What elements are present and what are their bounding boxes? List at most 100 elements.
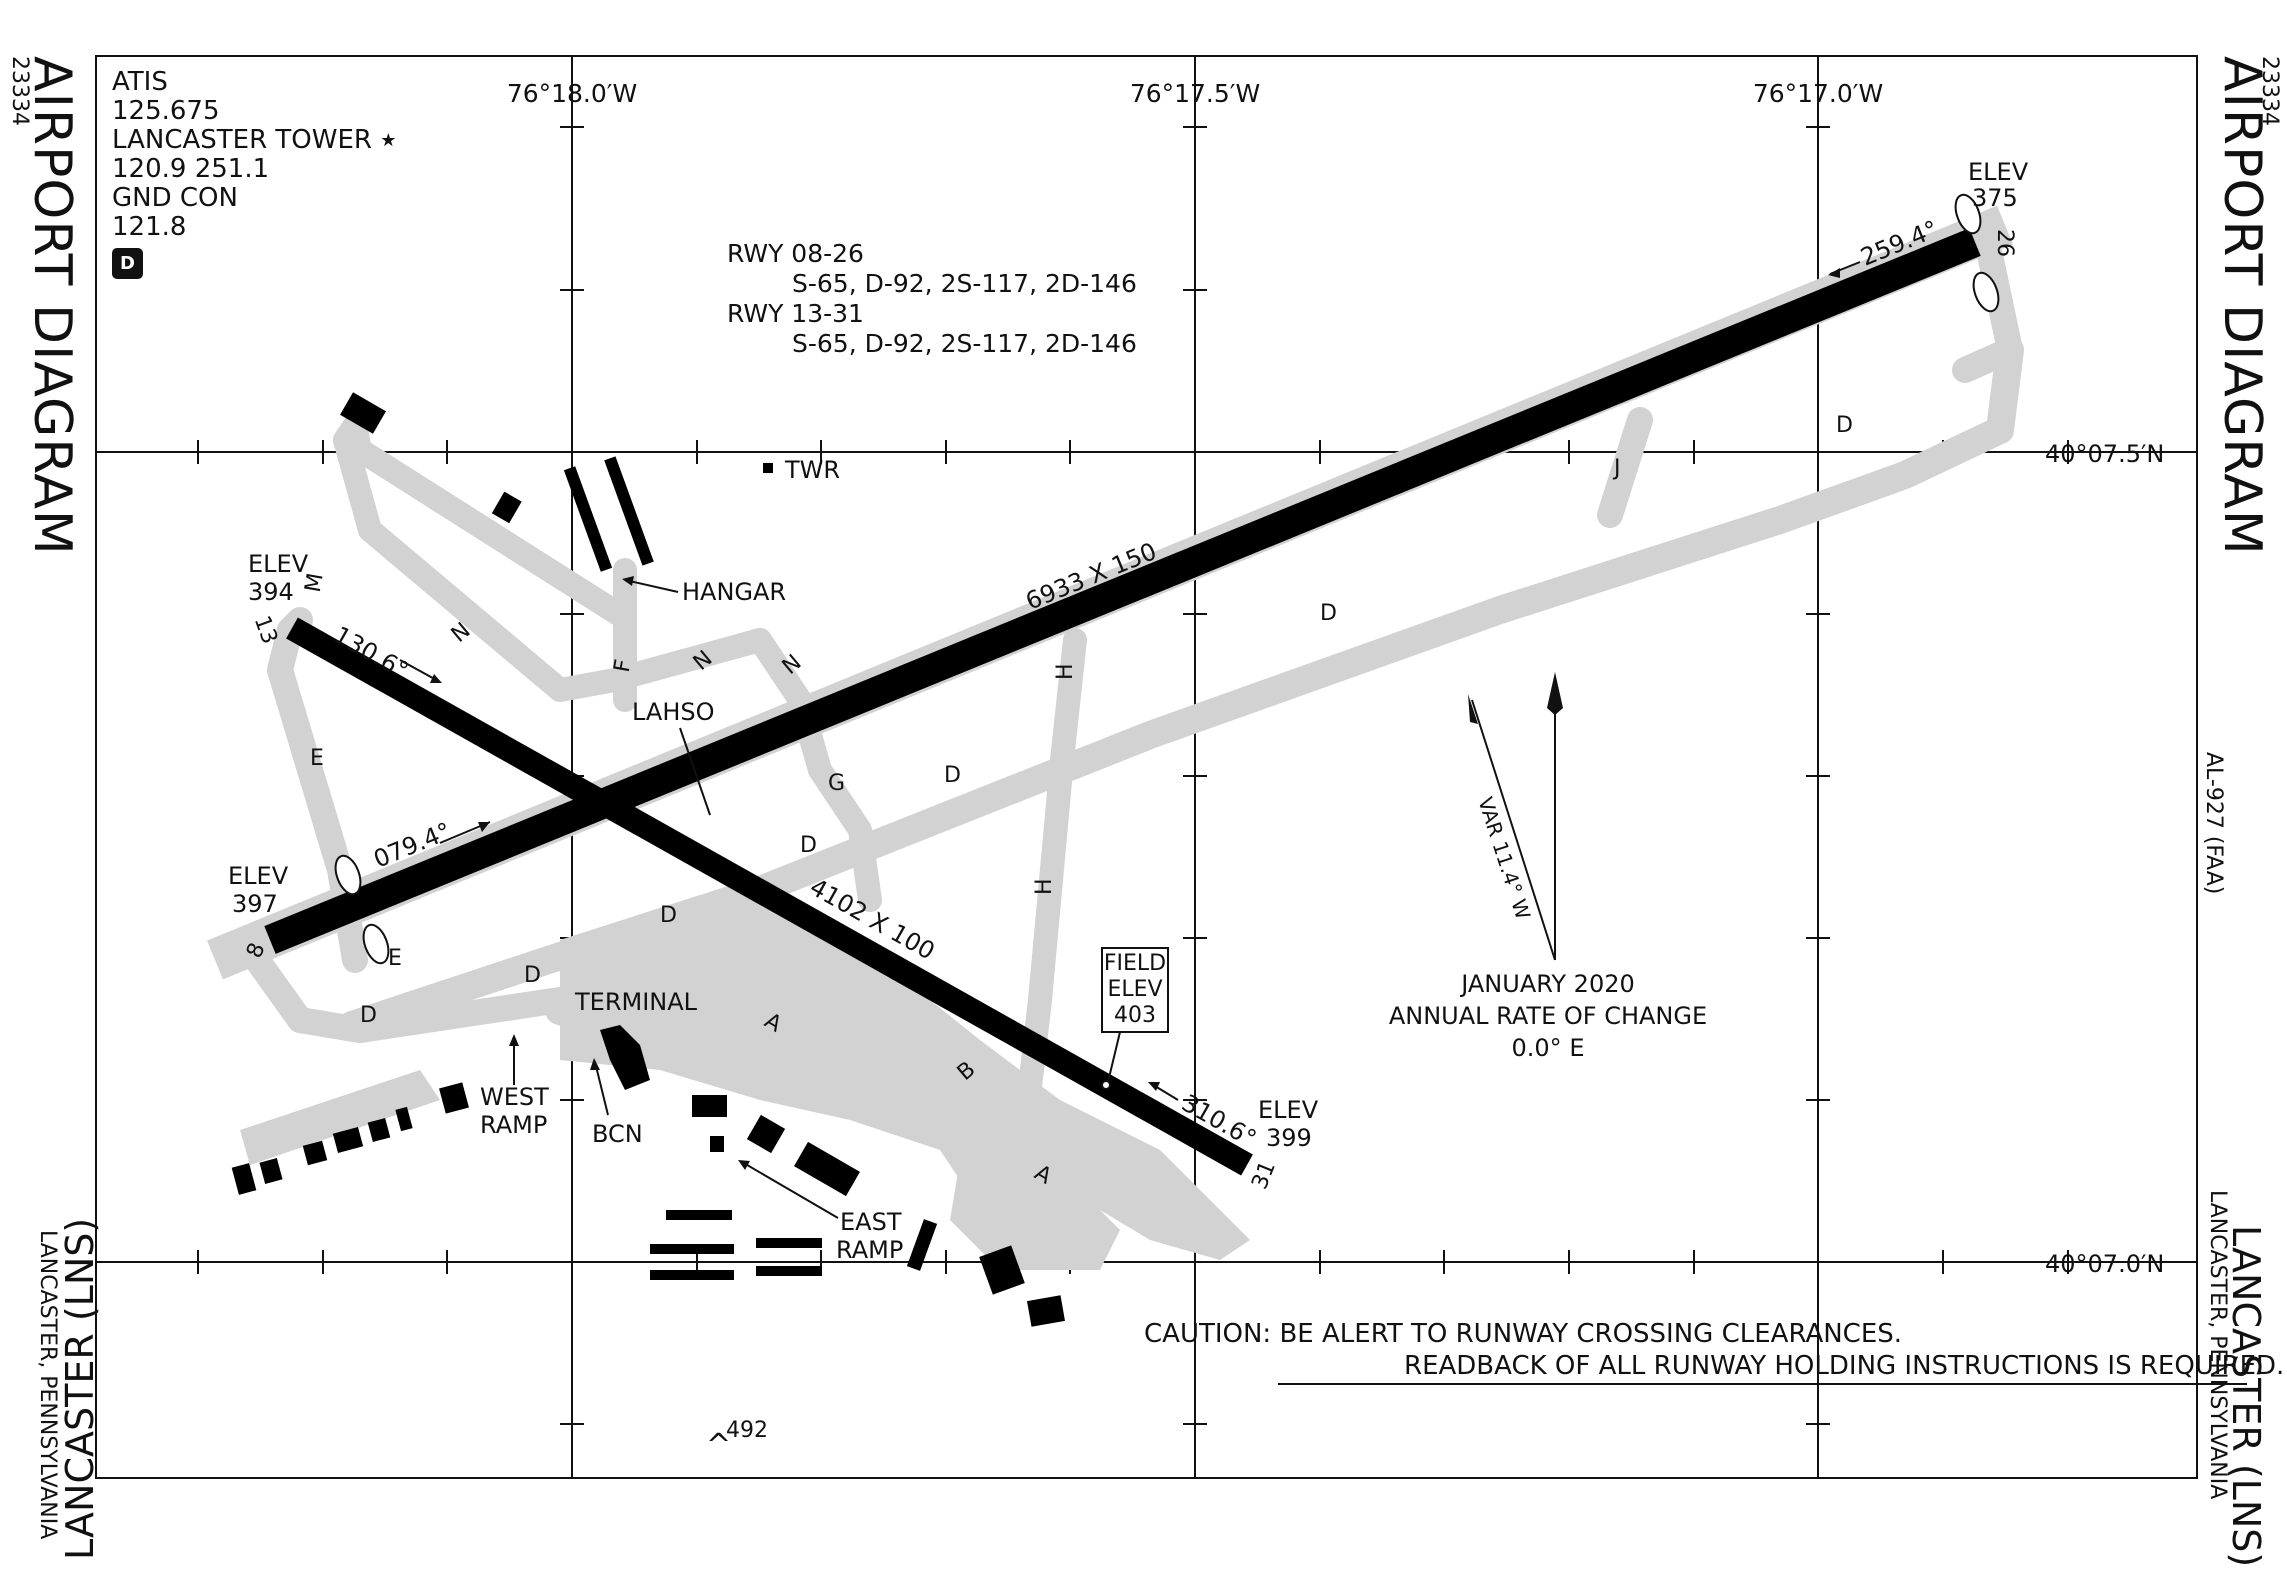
taxiway-26-end xyxy=(1952,242,2023,383)
taxiway-d-parallel xyxy=(338,336,2024,1039)
taxiway-label-d4: D xyxy=(800,833,817,858)
taxiway-label-f: F xyxy=(610,658,637,675)
east-building-1 xyxy=(692,1095,727,1117)
field-elev-point xyxy=(1101,1080,1111,1090)
field-elevation-box xyxy=(1101,947,1169,1033)
west-building-1 xyxy=(231,1163,257,1195)
taxiway-label-e2: E xyxy=(388,946,402,971)
obstacle-height: 492 xyxy=(726,1418,768,1443)
rwy-13-31-label: RWY 13-31 xyxy=(727,299,864,328)
elev-label-26: ELEV xyxy=(1968,158,2029,186)
east-building-5 xyxy=(906,1219,938,1271)
rwy-08-26-values: S-65, D-92, 2S-117, 2D-146 xyxy=(792,269,1137,298)
tee-hangar-5 xyxy=(756,1266,822,1276)
tower-label: LANCASTER TOWER xyxy=(112,125,372,155)
tower-label-row: LANCASTER TOWER ★ xyxy=(112,126,396,155)
west-building-6 xyxy=(395,1106,413,1132)
taxiway-label-e1: E xyxy=(310,746,324,771)
east-ramp-label-2: RAMP xyxy=(836,1236,903,1264)
taxiway-label-h2: H xyxy=(1032,878,1057,895)
field-elev-value: 403 xyxy=(1114,1003,1156,1028)
east-ramp-leader xyxy=(741,1161,839,1219)
elev-value-26: 375 xyxy=(1972,184,2018,212)
east-building-2 xyxy=(710,1136,724,1152)
field-elev-line1: FIELD xyxy=(1104,951,1166,976)
hangar-leader xyxy=(624,579,679,593)
elev-label-31: ELEV xyxy=(1258,1096,1319,1124)
magnetic-date: JANUARY 2020 xyxy=(1459,970,1635,998)
taxiway-label-d5: D xyxy=(944,763,961,788)
terminal-apron xyxy=(560,895,1250,1260)
lahso-line xyxy=(679,727,711,816)
east-building-4 xyxy=(794,1141,860,1197)
tower-building xyxy=(763,463,773,473)
hold-markers xyxy=(334,193,2000,965)
elev-label-8: ELEV xyxy=(228,862,289,890)
latitude-label-bottom: 40°07.0′N xyxy=(2045,1250,2164,1278)
taxiway-label-d1: D xyxy=(360,1003,377,1028)
taxiway-label-g: G xyxy=(828,771,845,796)
magnetic-north-arrow-icon xyxy=(1468,694,1478,724)
hangar-row-1 xyxy=(563,466,613,572)
taxiway-label-j: J xyxy=(1612,456,1621,481)
longitude-label-left: 76°18.0′W xyxy=(507,79,637,108)
west-ramp-label-2: RAMP xyxy=(480,1111,547,1139)
bcn-label: BCN xyxy=(592,1120,643,1148)
taxiway-j xyxy=(1597,407,1653,528)
caution-line-1: CAUTION: BE ALERT TO RUNWAY CROSSING CLE… xyxy=(1144,1319,1902,1349)
east-building-7 xyxy=(1027,1295,1065,1327)
tee-hangar-2 xyxy=(650,1244,734,1254)
taxiway-label-d2: D xyxy=(524,963,541,988)
building-north-small xyxy=(491,491,522,524)
terminal-building xyxy=(600,1025,650,1090)
lahso-label: LAHSO xyxy=(632,698,715,726)
true-north-arrow-icon xyxy=(1547,672,1563,715)
taxiway-g xyxy=(808,758,882,912)
west-building-4 xyxy=(332,1126,364,1154)
west-building-7 xyxy=(439,1082,469,1114)
longitude-label-mid: 76°17.5′W xyxy=(1130,79,1260,108)
bcn-leader xyxy=(594,1061,609,1116)
elev-value-31: 399 xyxy=(1266,1124,1312,1152)
runway-13-31 xyxy=(286,617,1253,1176)
rwy-13-31-values: S-65, D-92, 2S-117, 2D-146 xyxy=(792,329,1137,358)
taxiway-label-d3: D xyxy=(660,903,677,928)
chart-frame xyxy=(95,55,2198,1479)
field-elev-leader xyxy=(1107,1031,1121,1083)
tee-hangar-4 xyxy=(756,1238,822,1248)
d-badge: D xyxy=(112,248,143,279)
elev-value-13: 394 xyxy=(248,578,294,606)
star-icon: ★ xyxy=(380,130,397,151)
taxiway-d-west xyxy=(237,937,573,1043)
atis-label: ATIS xyxy=(112,67,168,97)
ground-frequency: 121.8 xyxy=(112,212,187,242)
runway-8-26 xyxy=(264,228,1981,954)
runway-end-26: 26 xyxy=(1992,229,2017,257)
taxiway-label-h1: H xyxy=(1053,663,1078,680)
west-ramp-label-1: WEST xyxy=(480,1083,549,1111)
field-elev-line2: ELEV xyxy=(1107,977,1162,1002)
annual-rate-value: 0.0° E xyxy=(1512,1034,1585,1062)
hangar-row-2 xyxy=(604,456,654,566)
taxiway-m xyxy=(333,413,632,627)
tower-frequency: 120.9 251.1 xyxy=(112,154,270,184)
taxiway-label-m: M xyxy=(301,571,329,594)
magnetic-north-line xyxy=(1471,699,1556,961)
annual-rate-label: ANNUAL RATE OF CHANGE xyxy=(1389,1002,1707,1030)
taxiway-label-d6: D xyxy=(1320,601,1337,626)
tee-hangar-1 xyxy=(666,1210,732,1220)
west-building-5 xyxy=(367,1118,391,1142)
west-building-3 xyxy=(302,1140,328,1166)
elev-label-13: ELEV xyxy=(248,550,309,578)
buildings xyxy=(231,392,1065,1327)
latitude-label-top: 40°07.5′N xyxy=(2045,440,2164,468)
rwy-08-26-label: RWY 08-26 xyxy=(727,239,864,268)
caution-line-2: READBACK OF ALL RUNWAY HOLDING INSTRUCTI… xyxy=(1404,1351,2284,1381)
east-ramp-label-1: EAST xyxy=(840,1208,902,1236)
runways xyxy=(207,205,2013,1176)
east-building-6 xyxy=(979,1245,1025,1295)
taxiway-n-north xyxy=(333,428,772,702)
longitude-label-right: 76°17.0′W xyxy=(1753,79,1883,108)
east-ramp-apron xyxy=(950,1160,1120,1270)
